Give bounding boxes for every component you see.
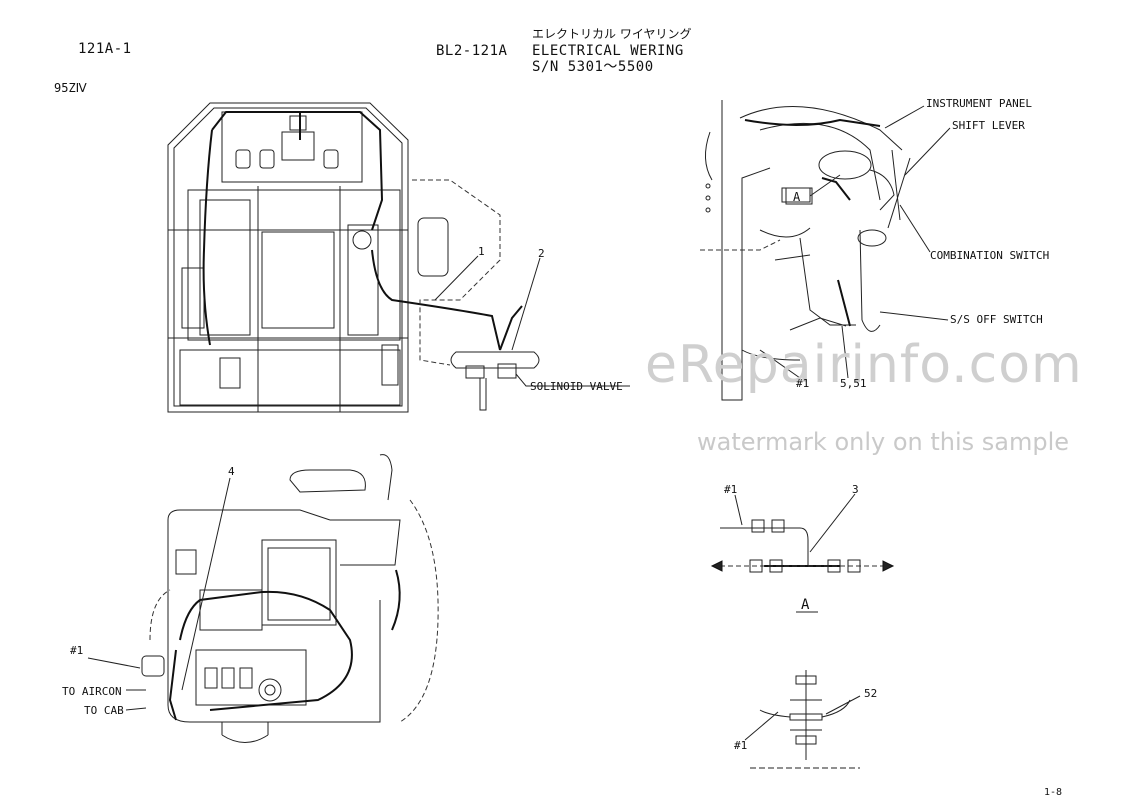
label-combination-switch: COMBINATION SWITCH xyxy=(930,249,1050,262)
label-solinoid-valve: SOLINOID VALVE xyxy=(530,380,623,393)
page-number: 1-8 xyxy=(1044,787,1063,798)
label-to-aircon: TO AIRCON xyxy=(62,685,122,698)
title-japanese: エレクトリカル ワイヤリング xyxy=(532,27,692,41)
callout-hash1-connector: #1 xyxy=(734,739,748,752)
watermark-note: watermark only on this sample xyxy=(697,428,1070,456)
page-id: 121A-1 xyxy=(78,41,132,57)
top-view-cab-floor xyxy=(167,102,630,413)
label-instrument-panel: INSTRUMENT PANEL xyxy=(926,97,1032,110)
callout-3: 3 xyxy=(852,483,859,496)
label-shift-lever: SHIFT LEVER xyxy=(952,119,1025,132)
callout-5-51: 5,51 xyxy=(840,377,867,390)
label-ss-off-switch: S/S OFF SWITCH xyxy=(950,313,1043,326)
callout-52: 52 xyxy=(864,687,878,700)
callout-hash1-detail-a: #1 xyxy=(724,483,738,496)
callout-hash1-instrument: #1 xyxy=(796,377,810,390)
side-view-cab xyxy=(87,454,439,743)
side-view-instrument xyxy=(700,100,951,401)
detail-view-a xyxy=(710,493,895,613)
drawing-code: BL2-121A xyxy=(436,43,508,59)
callout-1: 1 xyxy=(478,245,485,258)
callout-4: 4 xyxy=(228,465,235,478)
label-view-a-ref: A xyxy=(793,190,801,204)
drawing-title: ELECTRICAL WERING xyxy=(532,43,684,59)
label-to-cab: TO CAB xyxy=(84,704,124,717)
model-label: 95ZⅣ xyxy=(54,81,87,95)
connector-detail xyxy=(744,670,861,769)
callout-2: 2 xyxy=(538,247,545,260)
serial-range: S/N 5301～5500 xyxy=(532,59,654,75)
label-view-a-title: A xyxy=(801,597,810,613)
watermark-site: eRepairinfo.com xyxy=(645,335,1083,395)
callout-hash1-side: #1 xyxy=(70,644,84,657)
